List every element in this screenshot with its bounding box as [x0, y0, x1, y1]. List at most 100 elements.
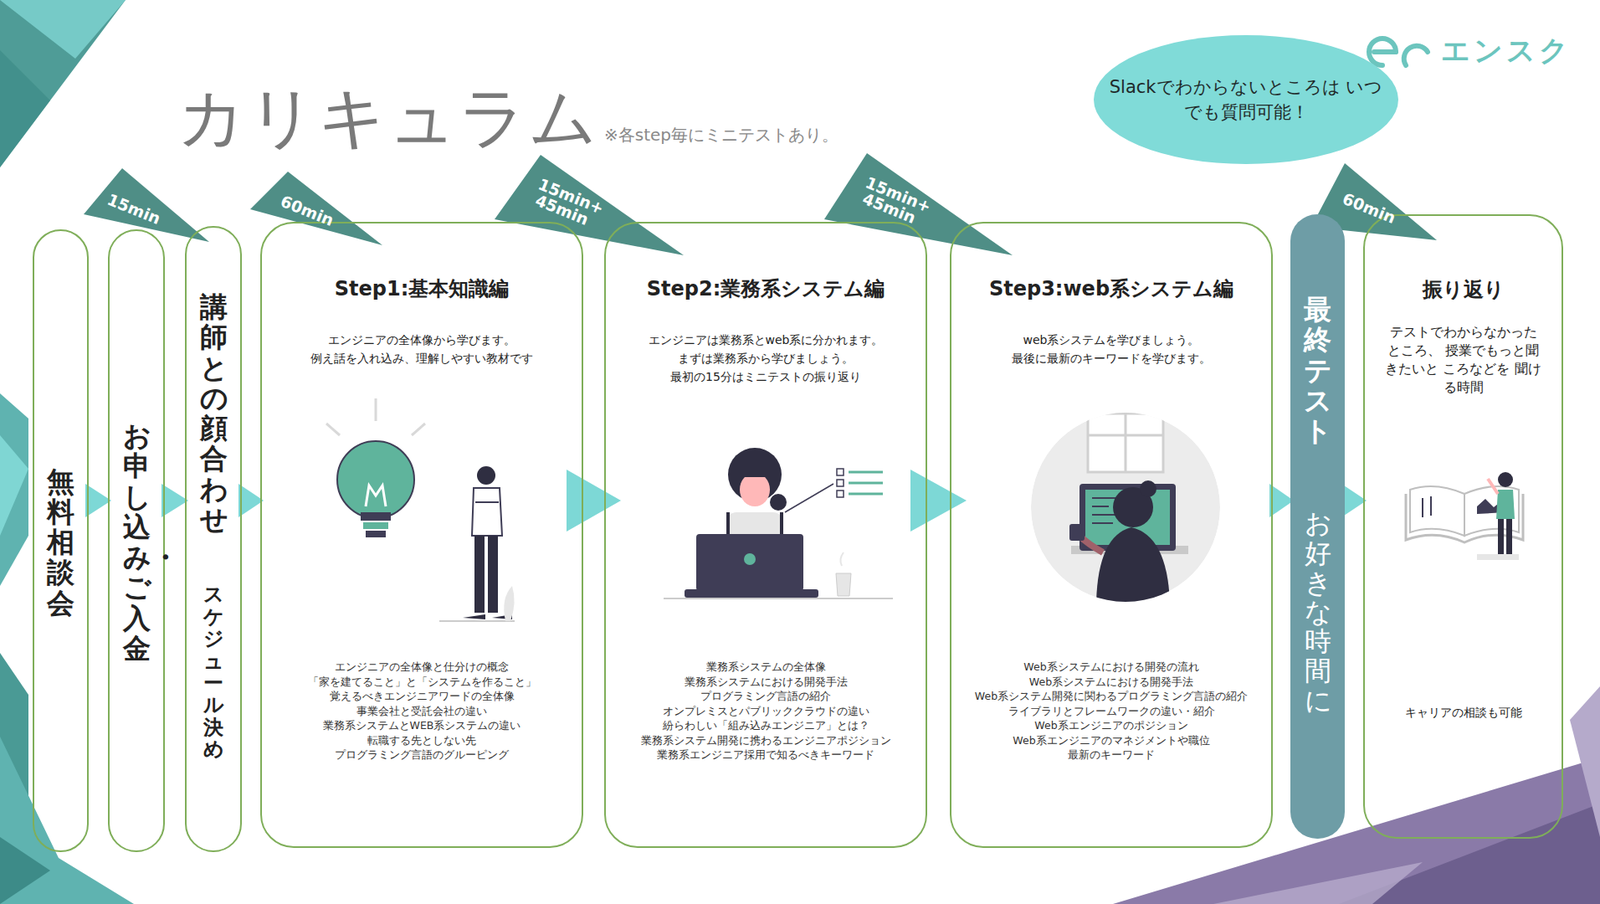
desk-illustration-part: [1087, 413, 1164, 472]
bulb-illustration-part: [337, 441, 415, 518]
pennant-flags-part: [250, 171, 383, 246]
step-box: Step3:web系システム編web系システムを学びましょう。最後に最新のキーワ…: [949, 221, 1273, 848]
bulb-illustration-part: [487, 535, 498, 613]
desk-illustration: [1030, 412, 1221, 603]
desk-illustration-part: [1124, 413, 1128, 472]
box-text: 最新のキーワード: [951, 747, 1272, 763]
label-holder: 15min: [133, 209, 196, 226]
corner-polygons-part: [0, 435, 29, 536]
box-text: 最初の15分はミニテストの振り返り: [605, 367, 926, 386]
step-box: Step1:基本知識編エンジニアの全体像から学びます。例え話を入れ込み、理解しや…: [260, 221, 584, 848]
book-illustration-part-part: [1430, 496, 1432, 516]
box-text: 講師との顔合わせ: [200, 292, 228, 535]
test-band: 最終テストお好きな時間に: [1290, 214, 1345, 839]
laptop-illustration: [663, 447, 893, 599]
label-holder: ※各step毎にミニテストあり。: [604, 123, 839, 147]
box-text: 無料相談会: [46, 466, 75, 619]
box-text: プログラミング言語の紹介: [605, 688, 926, 704]
bulb-illustration-part: [439, 620, 515, 622]
laptop-illustration-part-part: [836, 490, 844, 498]
logo-mark-part: [1374, 49, 1396, 55]
book-illustration-part: [1506, 518, 1513, 554]
laptop-illustration-part: [784, 483, 834, 513]
corner-polygons-part: [1569, 686, 1600, 837]
desk-illustration-part: [1030, 412, 1221, 602]
bulb-illustration-part: [374, 398, 378, 421]
book-illustration-part-part: [1421, 497, 1424, 518]
pennant-flags: [83, 153, 1437, 256]
box-text: 例え話を入れ込み、理解しやすい教材です: [261, 348, 582, 368]
pennant-flags-part: [824, 153, 1013, 256]
box-heading: 振り返り: [1364, 276, 1562, 303]
laptop-illustration-part: [835, 573, 852, 596]
box-text: 業務系システムにおける開発手法: [605, 674, 926, 690]
box-text: 業務系システムとWEB系システムの違い: [261, 717, 582, 734]
corner-polygons-part: [0, 0, 126, 168]
bulb-illustration-part: [475, 501, 499, 503]
label-holder: 15min+ 45min: [564, 202, 627, 236]
box-text: web系システムを学びましょう。: [951, 330, 1272, 349]
laptop-illustration-part: [840, 552, 844, 566]
book-illustration-part: [1410, 486, 1465, 536]
stage-column: 無料相談会: [32, 229, 89, 852]
stage-column: お申し込み・ご入金: [107, 229, 165, 852]
label-holder: 60min: [1369, 208, 1431, 226]
logo-mark-part: [1404, 46, 1428, 66]
box-heading: Step2:業務系システム編: [605, 275, 926, 303]
box-text: 紛らわしい「組み込みエンジニア」とは？: [605, 717, 926, 734]
desk-illustration-part: [1139, 480, 1157, 498]
book-illustration-part: [1496, 489, 1515, 519]
box-text: エンジニアは業務系とweb系に分かれます。: [605, 330, 926, 349]
desk-illustration-part-part: [1092, 522, 1113, 524]
laptop-illustration-part: [769, 493, 787, 511]
laptop-illustration-part: [663, 597, 893, 600]
laptop-illustration-part: [728, 512, 782, 536]
box-text: 業務系システムの全体像: [605, 659, 926, 675]
laptop-illustration-part: [739, 472, 770, 507]
note-text: ※各step毎にミニテストあり。: [604, 123, 839, 147]
box-text: 「家を建てること」と「システムを作ること」: [261, 674, 582, 690]
desk-illustration-part: [1087, 434, 1164, 437]
box-text: お好きな時間に: [1304, 508, 1332, 715]
logo-text: エンスク: [1441, 31, 1572, 71]
bulb-illustration-part: [326, 423, 340, 436]
box-heading: Step3:web系システム編: [951, 275, 1272, 303]
box-text: Web系エンジニアのマネジメントや職位: [951, 733, 1272, 749]
box-heading: Step1:基本知識編: [261, 275, 582, 303]
corner-polygons-part: [1112, 757, 1600, 904]
laptop-illustration-part: [743, 553, 756, 565]
corner-polygons-part: [0, 0, 126, 59]
book-illustration-part: [1476, 553, 1519, 560]
pennant-flags-part: [494, 154, 684, 256]
corner-polygons-part: [0, 50, 51, 168]
laptop-illustration-part-part: [836, 479, 844, 487]
laptop-illustration-part: [848, 471, 883, 494]
laptop-illustration-part-part: [836, 468, 844, 476]
book-illustration-part: [1487, 478, 1498, 494]
label-holder: エンスク: [1441, 31, 1572, 71]
box-text: キャリアの相談も可能: [1364, 705, 1562, 721]
bulb-illustration-part: [476, 466, 496, 485]
laptop-illustration-part-part: [848, 471, 883, 474]
bulb-illustration-part: [365, 485, 386, 507]
corner-polygons-part: [0, 736, 134, 904]
laptop-illustration-part: [739, 466, 770, 477]
desk-illustration-part: [1069, 523, 1085, 541]
label-holder: 15min+ 45min: [892, 200, 954, 234]
stage-column: 講師との顔合わせスケジュール決め: [184, 225, 242, 852]
label-holder: 60min: [307, 210, 370, 228]
title-holder: カリキュラム: [177, 73, 600, 165]
book-illustration: [1405, 471, 1524, 560]
laptop-illustration-part: [836, 468, 844, 498]
laptop-illustration-part-part: [848, 482, 883, 485]
box-text: Web系システム開発に関わるプログラミング言語の紹介: [951, 688, 1272, 704]
bulb-illustration-part: [474, 535, 485, 613]
box-text: 業務系システム開発に携わるエンジニアポジション: [605, 733, 926, 749]
bulb-illustration-part: [503, 585, 514, 621]
bulb-illustration-part: [471, 487, 503, 536]
corner-polygons-part: [1213, 861, 1423, 904]
box-text: テストでわからなかった ところ、 授業でもっと聞きたいと ころなどを 聞ける時間: [1384, 323, 1544, 397]
book-illustration-part: [1497, 471, 1513, 488]
laptop-illustration-part: [684, 589, 819, 598]
